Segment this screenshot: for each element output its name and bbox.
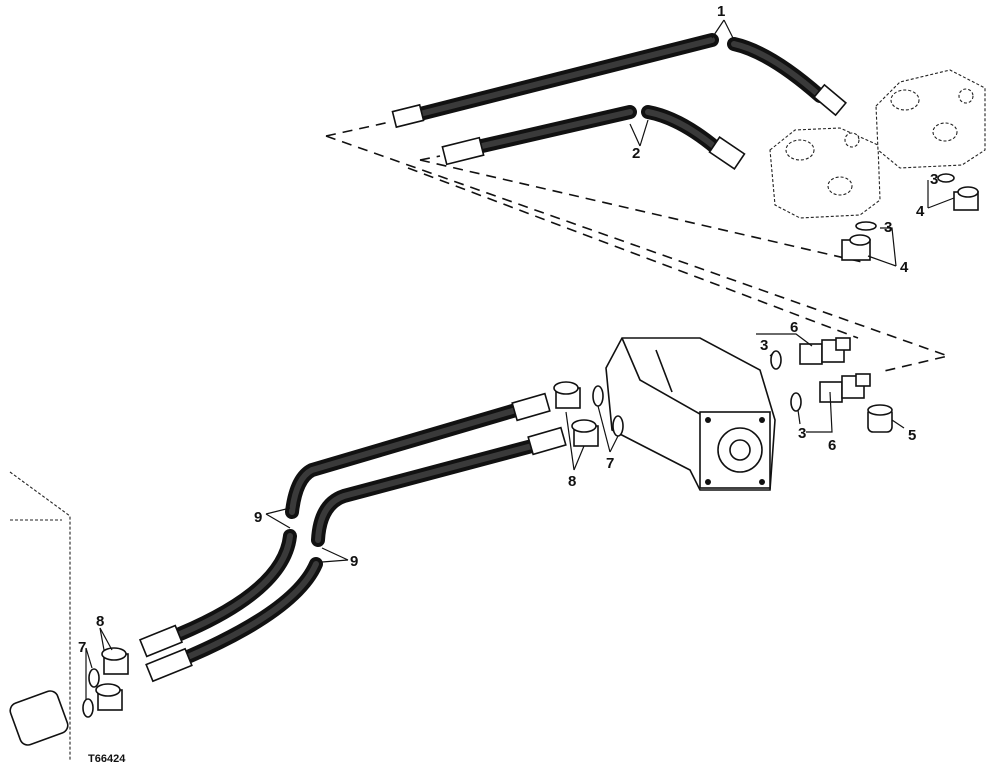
o-ring-tee-lower xyxy=(790,392,802,412)
o-ring-7-pump-lower xyxy=(612,415,624,437)
adapter-8-tank-lower xyxy=(95,683,123,711)
callout-9-lower: 9 xyxy=(350,553,358,570)
hose-9-upper-fitting-pump xyxy=(511,392,551,422)
hose-9-upper-fitting-end xyxy=(138,624,184,658)
figure-id: T66424 xyxy=(88,753,126,765)
callout-6-lower: 6 xyxy=(828,437,836,454)
hose-9-lower xyxy=(145,426,567,683)
hose-9-lower-fitting-pump xyxy=(527,426,567,456)
callout-labels: 1 2 3 4 3 4 6 3 3 6 5 8 7 9 9 8 7 xyxy=(78,3,938,656)
callout-4-upper-valve: 4 xyxy=(916,203,925,220)
hose-1-fitting-left xyxy=(391,103,425,129)
leader-lines xyxy=(85,19,955,700)
callout-3-lower-valve: 3 xyxy=(884,219,892,236)
hose-2-fitting-left xyxy=(441,136,485,166)
reservoir-tank xyxy=(9,471,71,760)
callout-7-tank: 7 xyxy=(78,639,86,656)
callout-5: 5 xyxy=(908,427,916,444)
callout-4-lower-valve: 4 xyxy=(900,259,909,276)
hose-9-upper xyxy=(138,392,551,658)
tank-outlet-tube xyxy=(9,690,69,746)
o-ring-upper xyxy=(937,173,955,183)
hose-2 xyxy=(441,105,746,170)
adapter-8-pump-lower xyxy=(571,419,599,447)
tee-fitting-upper xyxy=(770,337,851,370)
upper-routing-lines xyxy=(325,121,951,373)
callout-2: 2 xyxy=(632,145,640,162)
callout-9-upper: 9 xyxy=(254,509,262,526)
adapter-8-pump-upper xyxy=(553,381,581,409)
callout-3-tee-lower: 3 xyxy=(798,425,806,442)
pump-body xyxy=(605,337,776,491)
callout-8-tank: 8 xyxy=(96,613,104,630)
hose-9-lower-fitting-end xyxy=(145,647,193,683)
o-ring-7-tank-lower xyxy=(82,698,94,718)
cap-5 xyxy=(867,404,893,433)
callout-3-upper-valve: 3 xyxy=(930,171,938,188)
o-ring-lower-valve xyxy=(855,221,877,231)
o-ring-7-tank-upper xyxy=(88,668,100,688)
tee-fitting-lower xyxy=(790,373,871,412)
elbow-fitting-upper xyxy=(937,173,979,211)
hose-2-fitting-right xyxy=(708,136,746,170)
o-ring-tee-upper xyxy=(770,350,782,370)
hose-1-fitting-right xyxy=(813,83,847,117)
callout-1: 1 xyxy=(717,3,725,20)
o-ring-7-pump-upper xyxy=(592,385,604,407)
hose-1 xyxy=(391,33,847,129)
callout-6-upper: 6 xyxy=(790,319,798,336)
valve-housing-right xyxy=(875,69,986,169)
valve-housing-left xyxy=(769,127,881,219)
callout-7-pump: 7 xyxy=(606,455,614,472)
callout-3-tee-upper: 3 xyxy=(760,337,768,354)
callout-8-pump: 8 xyxy=(568,473,576,490)
adapter-8-tank-upper xyxy=(101,647,129,675)
elbow-fitting-lower xyxy=(841,221,877,261)
